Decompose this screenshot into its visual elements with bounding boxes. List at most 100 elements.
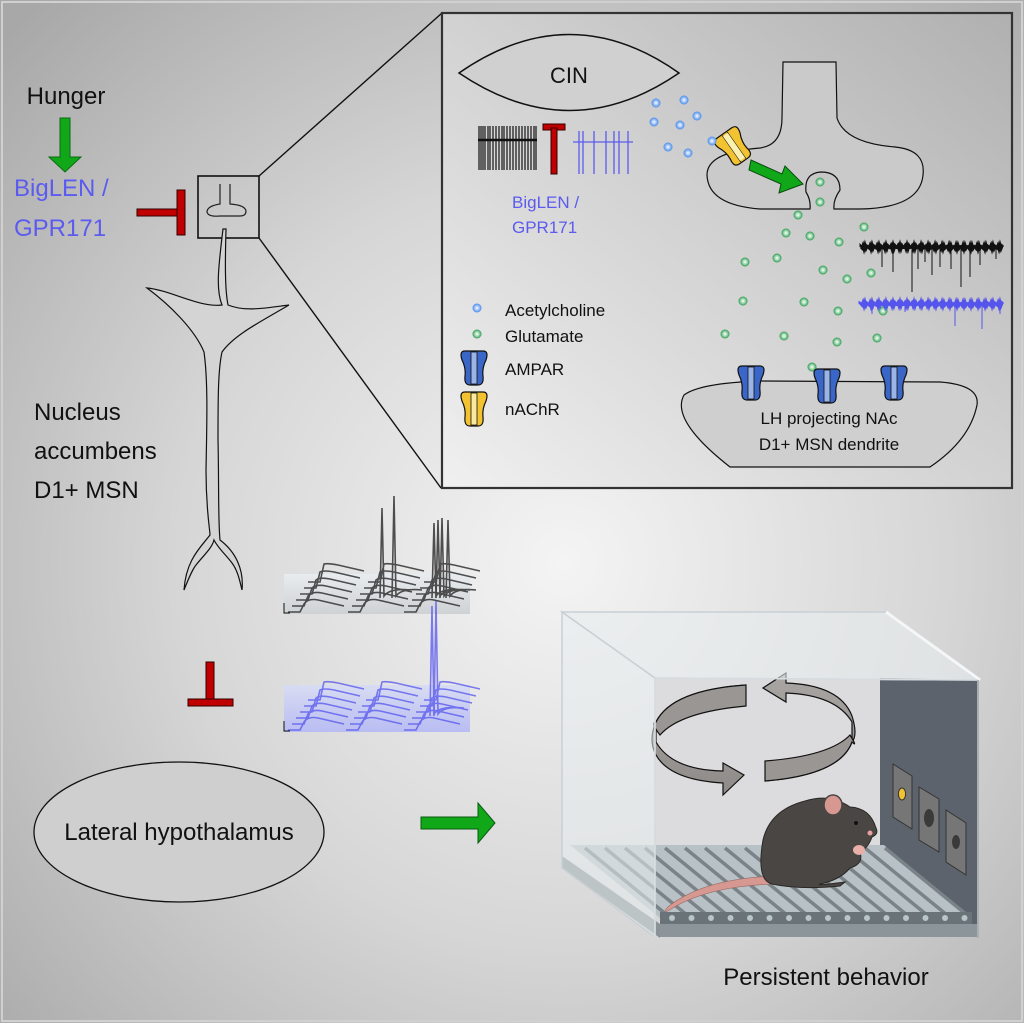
behavior-chamber (559, 610, 981, 939)
cin-label: CIN (550, 63, 588, 88)
mouse-tail (664, 875, 779, 912)
persistent-behavior-label: Persistent behavior (723, 964, 928, 991)
glutamate-molecule (842, 274, 852, 284)
rail-dot (864, 915, 870, 921)
action-potential (379, 507, 411, 599)
voltage-trace (308, 680, 365, 701)
scale-bar (283, 603, 290, 614)
floor-rail-dots (669, 915, 968, 921)
acetylcholine-molecule (649, 117, 659, 127)
rail-dot (942, 915, 948, 921)
release-arrow (748, 159, 804, 194)
legend-label-ampar: AMPAR (505, 360, 564, 379)
glutamate-molecule (781, 228, 791, 238)
glutamate-molecule (872, 333, 882, 343)
cin-inhibition-bar (542, 123, 566, 175)
glutamate-molecule (740, 257, 750, 267)
control-firing-traces (283, 495, 481, 614)
nachr-legend-icon (460, 391, 488, 427)
glutamate-molecule (738, 296, 748, 306)
voltage-trace (366, 680, 423, 701)
floor-bar (643, 846, 729, 917)
glutamate-molecule (772, 253, 782, 263)
biglen-firing-traces (283, 600, 481, 732)
glutamate-molecule (779, 331, 789, 341)
voltage-trace (420, 688, 477, 707)
voltage-trace (424, 680, 481, 701)
rail-dot (922, 915, 929, 921)
acetylcholine-molecule (679, 95, 689, 105)
msn-neuron-outline (144, 228, 290, 591)
biglen-label-line1: BigLEN / (14, 175, 109, 202)
acetylcholine-legend-icon (472, 303, 482, 313)
mouse-paw (853, 845, 865, 855)
synapse-inset: CIN BigLEN / GPR171 LH projecting NAc D1… (440, 11, 1014, 490)
action-potential (445, 519, 477, 599)
msn-label-line3: D1+ MSN (34, 477, 139, 504)
acetylcholine-molecule (692, 111, 702, 121)
msn-inhibition-bar (187, 661, 234, 707)
rail-dot (669, 915, 675, 921)
cin-control-spike-train (478, 126, 537, 170)
glutamate-molecule (805, 231, 815, 241)
biglen-epsc-trace (858, 296, 1005, 329)
biglen-label-line2: GPR171 (14, 215, 106, 242)
glutamate-molecule (815, 177, 825, 187)
postsynaptic-dendrite (680, 380, 978, 468)
rail-dot (844, 915, 851, 921)
action-potential (391, 495, 423, 599)
glutamate-molecule (818, 265, 828, 275)
rail-dot (961, 915, 968, 921)
floor-bar (883, 846, 969, 917)
acetylcholine-molecule (683, 148, 693, 158)
glutamate-legend-icon (472, 329, 482, 339)
floor-rail (660, 912, 972, 924)
rail-dot (903, 915, 909, 921)
persistent-loop-arrows-icon (651, 671, 856, 797)
dendrite-label-line1: LH projecting NAc (760, 409, 898, 428)
mouse-ear (823, 794, 843, 816)
ampar-receptor-icon (460, 350, 488, 386)
lh-output-arrow (420, 801, 496, 845)
voltage-trace (308, 562, 365, 583)
scale-bar (283, 721, 290, 732)
glutamate-molecule (866, 268, 876, 278)
legend: Acetylcholine Glutamate AMPAR nAChR (460, 301, 605, 427)
lateral-hypothalamus-ellipse (33, 761, 325, 903)
rail-dot (766, 915, 773, 921)
glutamate-molecule (720, 329, 730, 339)
rail-dot (727, 915, 734, 921)
glutamate-molecules (720, 177, 888, 372)
glutamate-molecule (834, 237, 844, 247)
rail-dot (805, 915, 812, 921)
voltage-trace (424, 562, 481, 583)
active-port-light (897, 787, 907, 801)
zoom-region-box (197, 175, 260, 239)
nachr-receptor-icon (713, 126, 752, 166)
voltage-trace (304, 570, 361, 589)
legend-label-acetylcholine: Acetylcholine (505, 301, 605, 320)
rail-dot (747, 915, 753, 921)
legend-label-glutamate: Glutamate (505, 327, 583, 346)
acetylcholine-molecules (649, 95, 717, 158)
acetylcholine-molecule (707, 136, 717, 146)
action-potential (433, 600, 465, 717)
msn-label-line2: accumbens (34, 438, 157, 465)
glutamate-molecule (833, 306, 843, 316)
cin-biglen-spike-train (573, 131, 633, 174)
zoom-line-top (258, 12, 443, 177)
lateral-hypothalamus-label: Lateral hypothalamus (64, 819, 293, 846)
mouse-nose (867, 830, 873, 836)
trace-baseline (858, 296, 1005, 312)
chamber-front-base (660, 924, 978, 937)
mouse-eye (854, 821, 858, 825)
hunger-label: Hunger (27, 83, 106, 110)
inset-biglen-line1: BigLEN / (512, 193, 579, 212)
rail-dot (688, 915, 695, 921)
floor-bar (863, 846, 949, 917)
zoom-line-bottom (258, 237, 442, 489)
mouse-body (760, 797, 878, 889)
glutamate-molecule (815, 197, 825, 207)
acetylcholine-molecule (663, 142, 673, 152)
